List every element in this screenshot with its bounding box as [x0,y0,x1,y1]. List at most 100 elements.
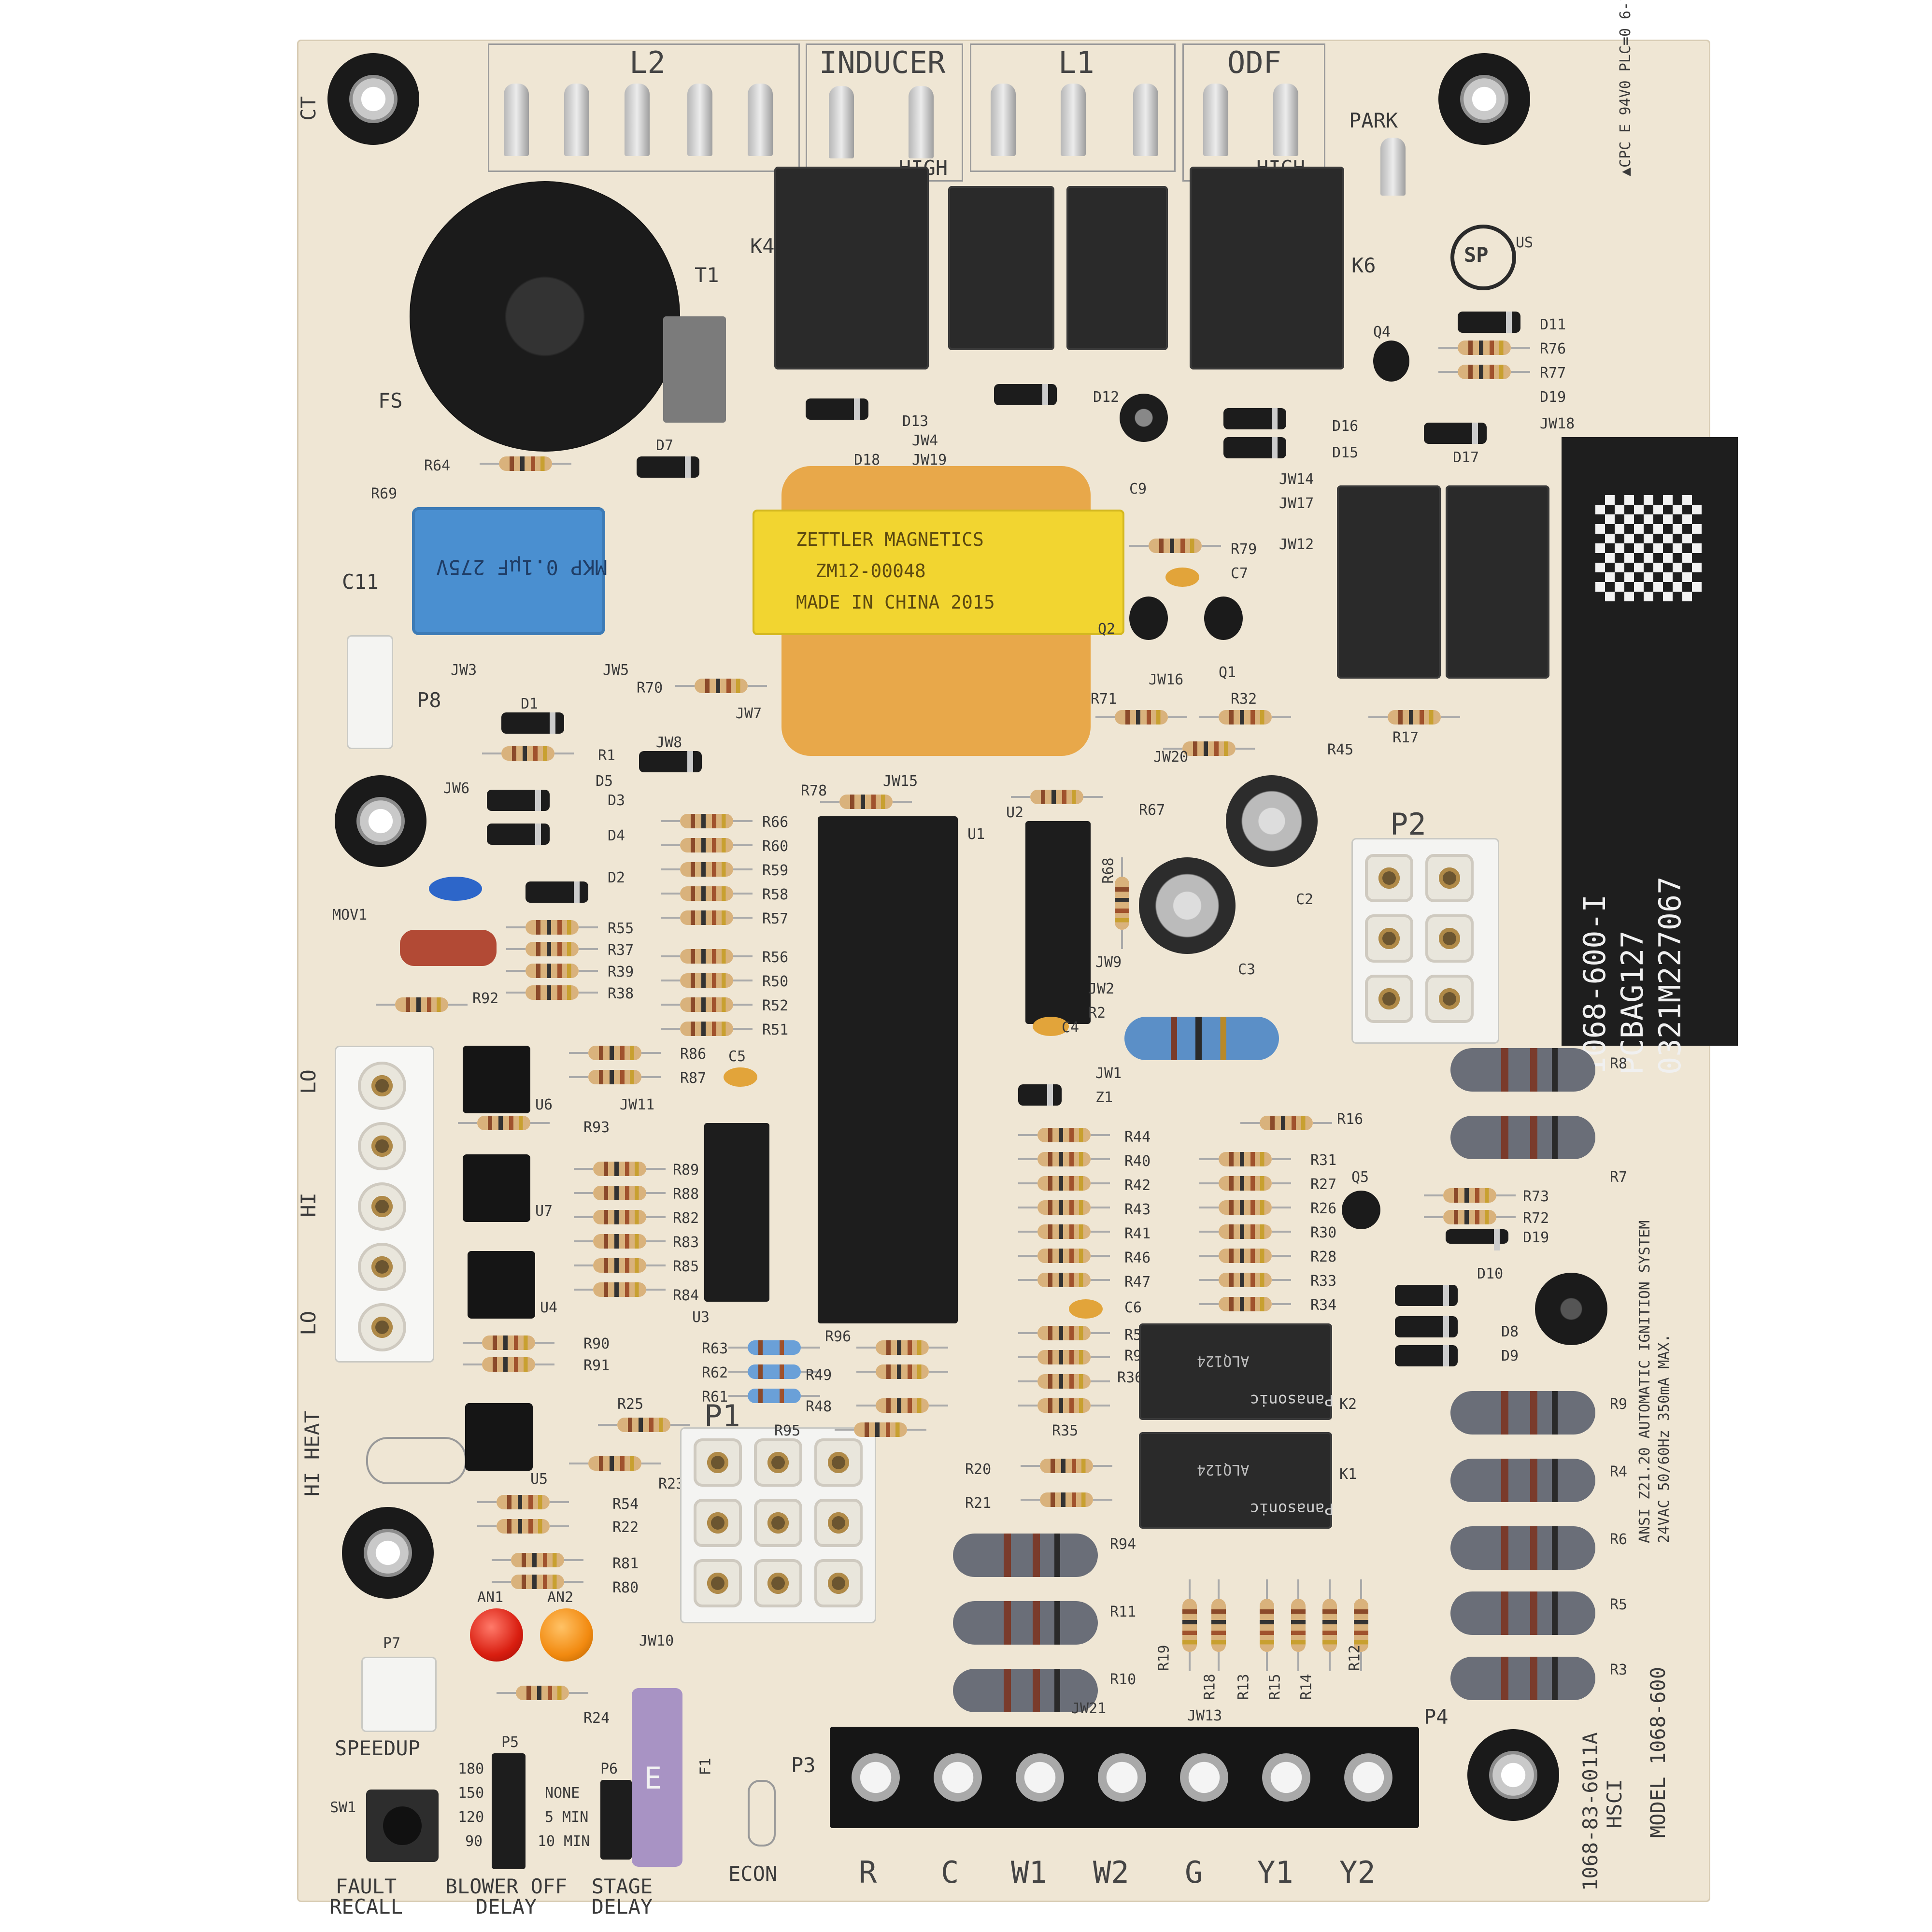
resistor-r27 [1199,1176,1291,1191]
resistor-r50 [661,973,753,988]
stage-delay-header[interactable] [600,1780,632,1860]
hi-heat-label: HI HEAT [300,1410,325,1497]
resistor-r19 [1182,1599,1197,1652]
u4-label: U4 [540,1299,558,1316]
terminal-w2[interactable] [1086,1727,1158,1828]
terminal-y2[interactable] [1332,1727,1405,1828]
terminal-g[interactable] [1168,1727,1240,1828]
mounting-hole-top-left [327,53,419,145]
resistor-r42 [1018,1176,1110,1191]
connector-pin [358,1062,406,1110]
screw[interactable] [852,1753,900,1802]
ansi-text: ANSI Z21.20 AUTOMATIC IGNITION SYSTEM [1636,1220,1653,1543]
r34-label: R34 [1310,1297,1337,1314]
screw[interactable] [1262,1753,1310,1802]
r84-label: R84 [673,1287,699,1304]
resistor-r85 [574,1258,666,1273]
spade-terminal [991,84,1016,156]
r30-label: R30 [1310,1224,1337,1241]
k2-model: ALQ124 [1197,1352,1250,1369]
r58-label: R58 [762,886,789,903]
r18-label: R18 [1201,1674,1219,1700]
terminal-label-w1: W1 [1011,1855,1047,1890]
terminal-r[interactable] [839,1727,912,1828]
resistor-r20-alt [1163,741,1255,756]
power-resistor-r6 [1450,1526,1595,1570]
fault-recall-button[interactable] [366,1790,439,1862]
r43-label: R43 [1124,1201,1151,1218]
jw6-label: JW6 [443,780,470,797]
electrolytic-capacitor-c11 [1120,394,1168,442]
r20-label: R20 [965,1461,992,1478]
terminal-c[interactable] [922,1727,994,1828]
button-cap[interactable] [383,1806,422,1845]
k2-brand: Panasonic [1250,1391,1334,1409]
r19-label: R19 [1155,1645,1173,1671]
p5-option-120: 120 [458,1809,484,1826]
spade-terminal [748,84,773,156]
power-resistor-r2 [1124,1017,1279,1060]
resistor-r71 [1095,710,1187,724]
corner-mark: CT [296,96,320,121]
jw17-label: JW17 [1279,495,1314,512]
resistor-r37 [506,942,598,956]
k4-label: K4 [750,234,775,258]
p8-connector [347,635,393,749]
c2-label: C2 [1296,891,1314,908]
resistor-r83 [574,1234,666,1249]
spade-terminal [1273,84,1298,156]
diode-d11 [1458,312,1520,333]
r1-label: R1 [598,747,616,764]
transformer-part: ZM12-00048 [815,560,926,582]
resistor-r52 [661,997,753,1012]
connector-pin [358,1303,406,1351]
d3-label: D3 [608,792,625,809]
screw[interactable] [1344,1753,1392,1802]
connector-pin [1365,914,1413,963]
transistor-q4 [1373,341,1409,382]
r54-label: R54 [612,1496,639,1513]
resistor-r95 [835,1422,926,1437]
diode-d1 [501,712,564,734]
relay-k2: Panasonic ALQ124 [1139,1323,1334,1420]
d4-label: D4 [608,827,625,844]
diode-d2 [526,881,588,903]
ic-u7 [463,1154,530,1222]
r60-label: R60 [762,838,789,855]
terminal-w1[interactable] [1004,1727,1076,1828]
screw[interactable] [1016,1753,1064,1802]
heatsink-regulator [663,316,726,423]
r94-label: R94 [1110,1536,1136,1553]
r92-label: R92 [472,990,499,1007]
resistor-r64 [480,456,571,471]
resistor-r60 [661,838,753,852]
r17-label: R17 [1392,729,1419,746]
p1-connector [680,1427,876,1623]
p2-connector [1351,838,1499,1044]
screw[interactable] [934,1753,982,1802]
c6-label: C6 [1124,1299,1142,1316]
d13-label: D13 [902,413,929,430]
p7-label: P7 [383,1635,401,1652]
power-resistor-r9 [1450,1391,1595,1435]
screw[interactable] [1098,1753,1146,1802]
r7-label: R7 [1610,1169,1628,1186]
terminal-y1[interactable] [1250,1727,1322,1828]
r73-label: R73 [1523,1188,1549,1205]
resistor-r47 [1018,1273,1110,1287]
diode-d16 [1424,423,1487,444]
k1-label: K1 [1339,1466,1357,1483]
diode-d12 [994,384,1057,405]
d10-label: D10 [1477,1265,1504,1282]
blower-off-delay-header[interactable] [492,1753,526,1869]
power-resistor-r10 [953,1669,1098,1712]
r5-label: R5 [1610,1596,1628,1613]
d14-label: D15 [1332,444,1359,461]
screw[interactable] [1180,1753,1228,1802]
p2-label: P2 [1390,807,1426,842]
resistor-r77 [1438,365,1530,379]
resistor-r56 [661,949,753,964]
r15-label: R15 [1266,1674,1284,1700]
r49-label: R49 [806,1367,832,1384]
jw2-label: JW2 [1088,980,1115,997]
